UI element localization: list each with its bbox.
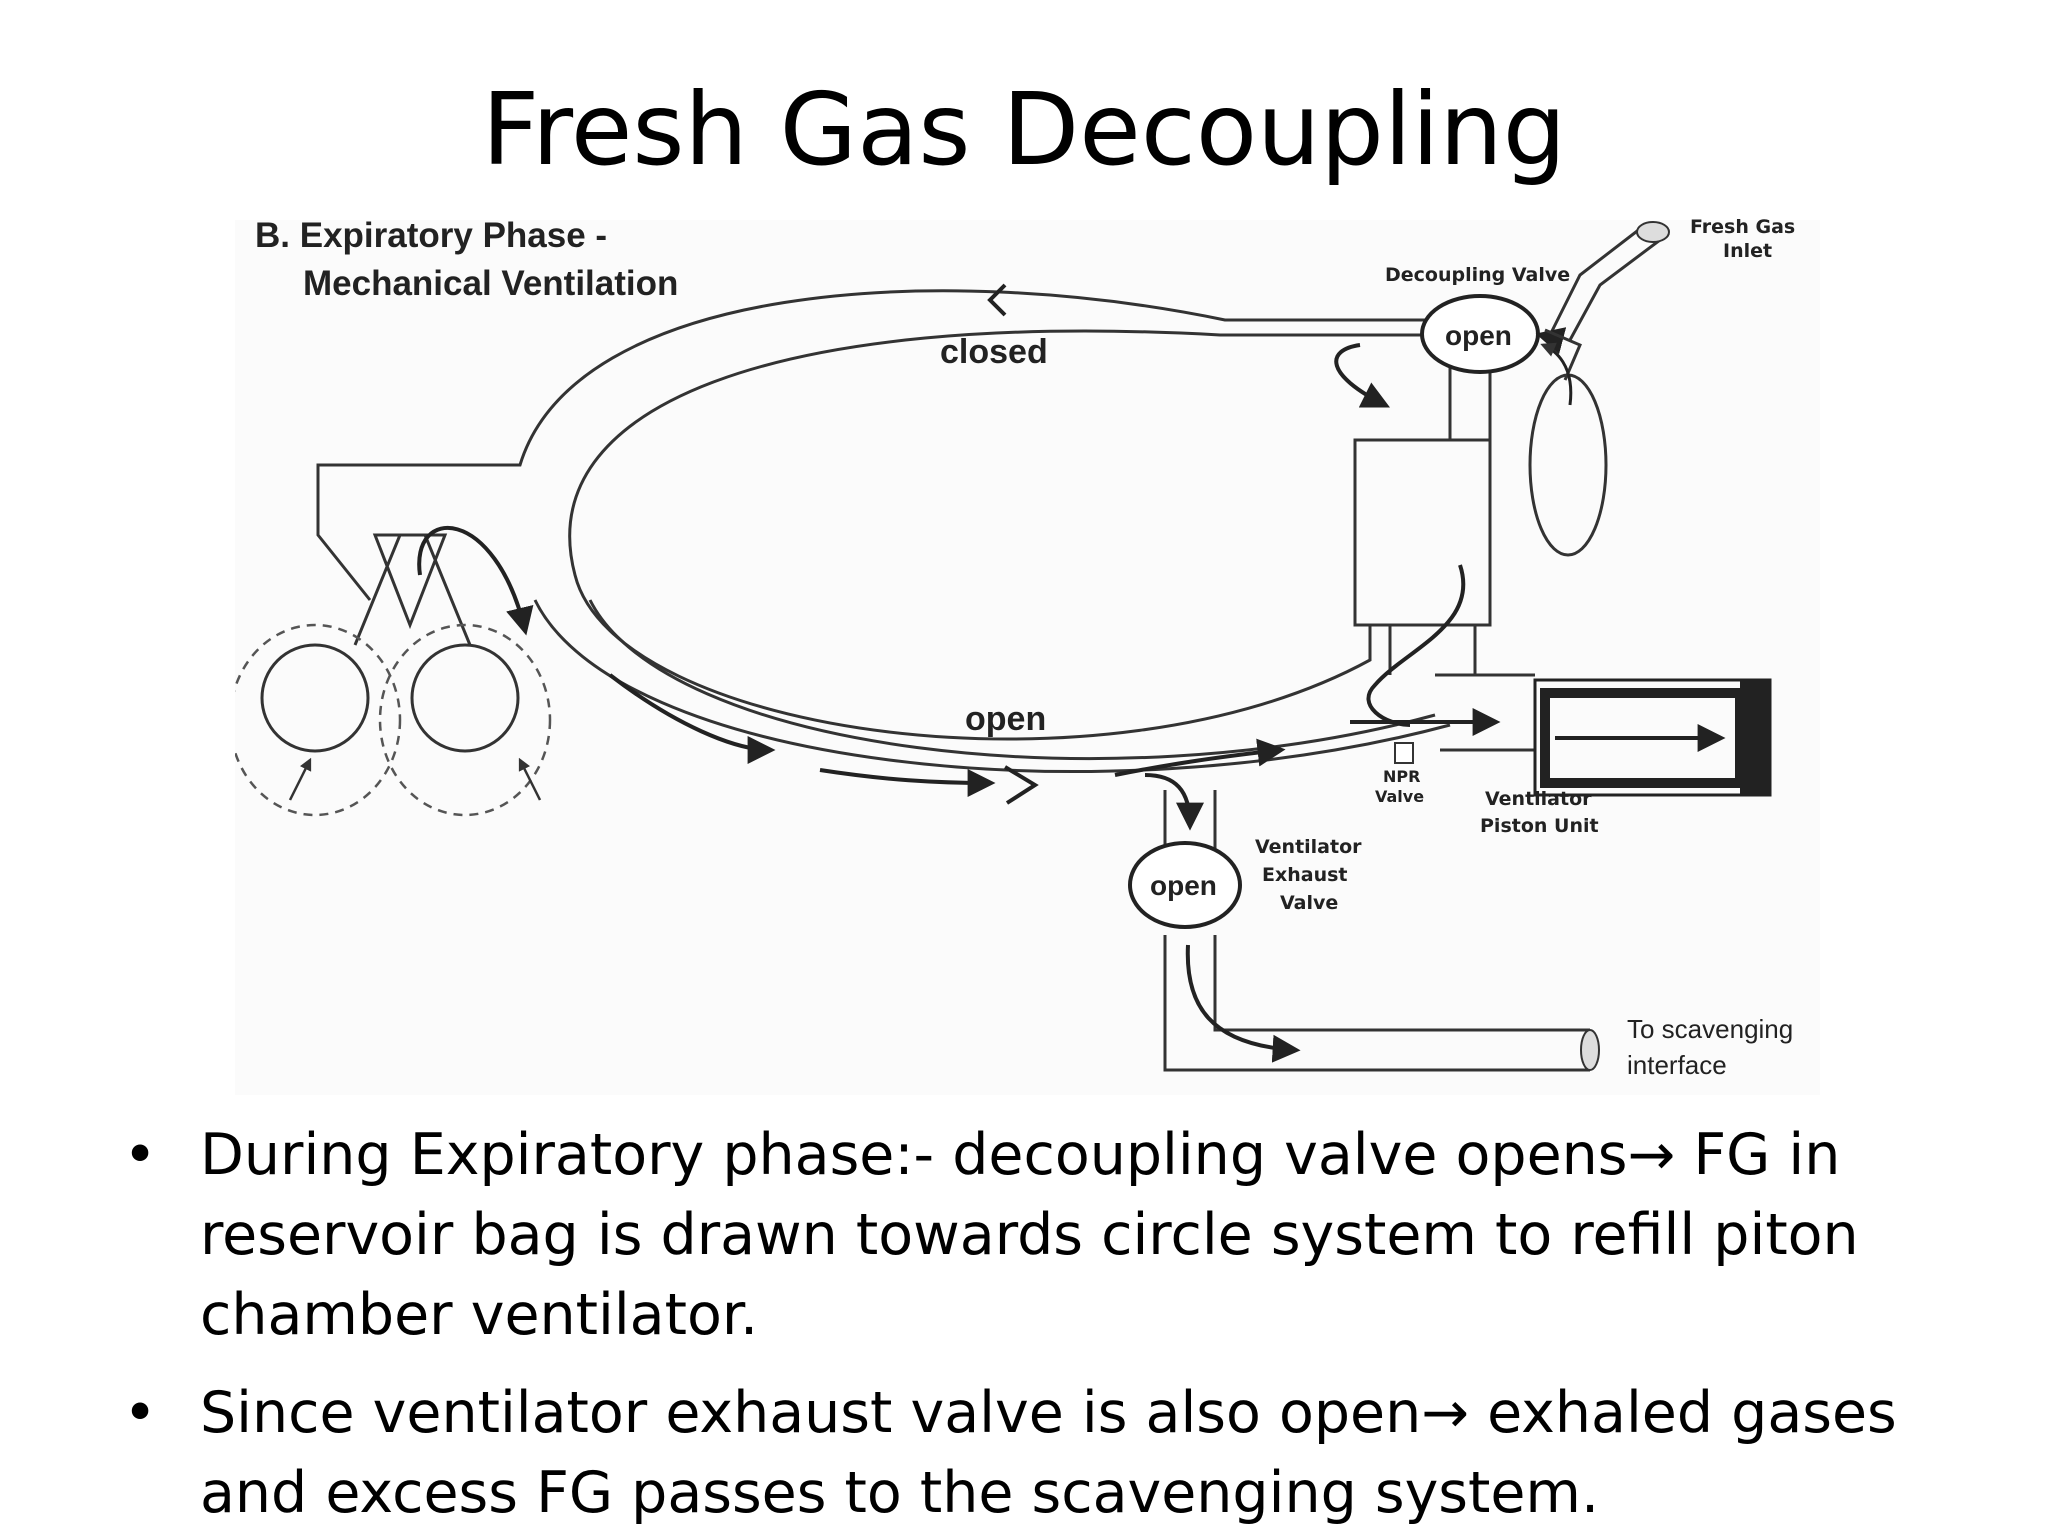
label-fresh-gas-line1: Fresh Gas	[1690, 216, 1795, 238]
bullet-line: Since ventilator exhaust valve is also o…	[200, 1380, 1897, 1446]
exhaust-branch-tube	[1163, 790, 1590, 1072]
label-open-circuit: open	[965, 700, 1046, 738]
reservoir-bag-neck	[1544, 328, 1582, 381]
breathing-circuit-diagram: B. Expiratory Phase - Mechanical Ventila…	[235, 205, 1820, 1095]
lung-arrow-left	[288, 757, 312, 801]
flow-arrow-1	[608, 673, 776, 764]
reservoir-bag-arrow	[1540, 342, 1573, 406]
scavenging-flow-arrow	[1185, 944, 1301, 1063]
label-decoupling-open: open	[1445, 320, 1512, 351]
label-closed: closed	[940, 333, 1048, 371]
fresh-gas-to-valve-arrow	[1535, 327, 1567, 355]
lung-left	[260, 643, 370, 753]
flow-arrow-2	[819, 768, 996, 797]
label-piston-line2: Piston Unit	[1480, 815, 1599, 837]
label-fresh-gas-line2: Inlet	[1723, 240, 1772, 262]
chest-wall-right	[378, 623, 552, 817]
diagram-heading-line2: Mechanical Ventilation	[303, 264, 678, 303]
fresh-gas-inlet-tube	[1548, 223, 1661, 341]
bullet-line: reservoir bag is drawn towards circle sy…	[200, 1202, 1859, 1268]
bullet-item: • During Expiratory phase:- decoupling v…	[120, 1115, 1980, 1355]
label-npr-line1: NPR	[1383, 767, 1420, 786]
absorber-flow-arrow	[1366, 564, 1466, 727]
exhale-flow-arrow	[417, 525, 534, 636]
label-piston-line1: Ventilator	[1485, 788, 1592, 810]
label-scavenging-line1: To scavenging	[1627, 1014, 1793, 1044]
label-npr-line2: Valve	[1375, 787, 1424, 806]
chest-wall-left	[235, 623, 402, 817]
circuit-lower-outer-wall	[533, 599, 1451, 773]
circuit-inner-wall	[568, 329, 1450, 741]
piston-inlet-tube	[1435, 673, 1535, 752]
lung-right	[410, 643, 520, 753]
label-exhaust-line1: Ventilator	[1255, 836, 1362, 858]
ventilator-exhaust-valve	[1128, 841, 1242, 929]
bullet-line: and excess FG passes to the scavenging s…	[200, 1460, 1600, 1526]
label-exhaust-line2: Exhaust	[1262, 864, 1348, 886]
ventilator-piston-outline	[1540, 688, 1745, 788]
bullet-line: chamber ventilator.	[200, 1282, 759, 1348]
bullet-marker: •	[123, 1380, 157, 1446]
label-decoupling-valve: Decoupling Valve	[1385, 264, 1570, 286]
scavenging-outlet	[1580, 1029, 1600, 1071]
circuit-outer-wall	[316, 289, 1450, 601]
inspiratory-check-valve-closed	[987, 283, 1007, 317]
bullet-item: • Since ventilator exhaust valve is also…	[120, 1373, 1980, 1533]
fresh-gas-flow-arrow	[1334, 343, 1391, 408]
absorber-neck	[1388, 335, 1492, 677]
diagram-heading-line1: B. Expiratory Phase -	[255, 216, 607, 255]
label-scavenging-line2: interface	[1627, 1050, 1727, 1080]
label-exhaust-open: open	[1150, 870, 1217, 901]
absorber-chamber	[1353, 438, 1492, 627]
bullet-list: • During Expiratory phase:- decoupling v…	[120, 1115, 1980, 1536]
lung-arrow-right	[518, 757, 542, 801]
flow-arrow-3	[1114, 738, 1286, 777]
fresh-gas-inlet-opening	[1636, 221, 1670, 243]
bullet-marker: •	[123, 1122, 157, 1188]
flow-arrow-to-exhaust	[1144, 773, 1204, 831]
label-exhaust-line3: Valve	[1280, 892, 1338, 914]
expiratory-check-valve-open	[1003, 765, 1039, 805]
circuit-lower-inner-wall	[588, 599, 1436, 761]
slide-title: Fresh Gas Decoupling	[481, 71, 1567, 188]
bullet-line: During Expiratory phase:- decoupling val…	[200, 1122, 1841, 1188]
npr-valve	[1394, 742, 1414, 764]
y-piece	[353, 533, 472, 646]
